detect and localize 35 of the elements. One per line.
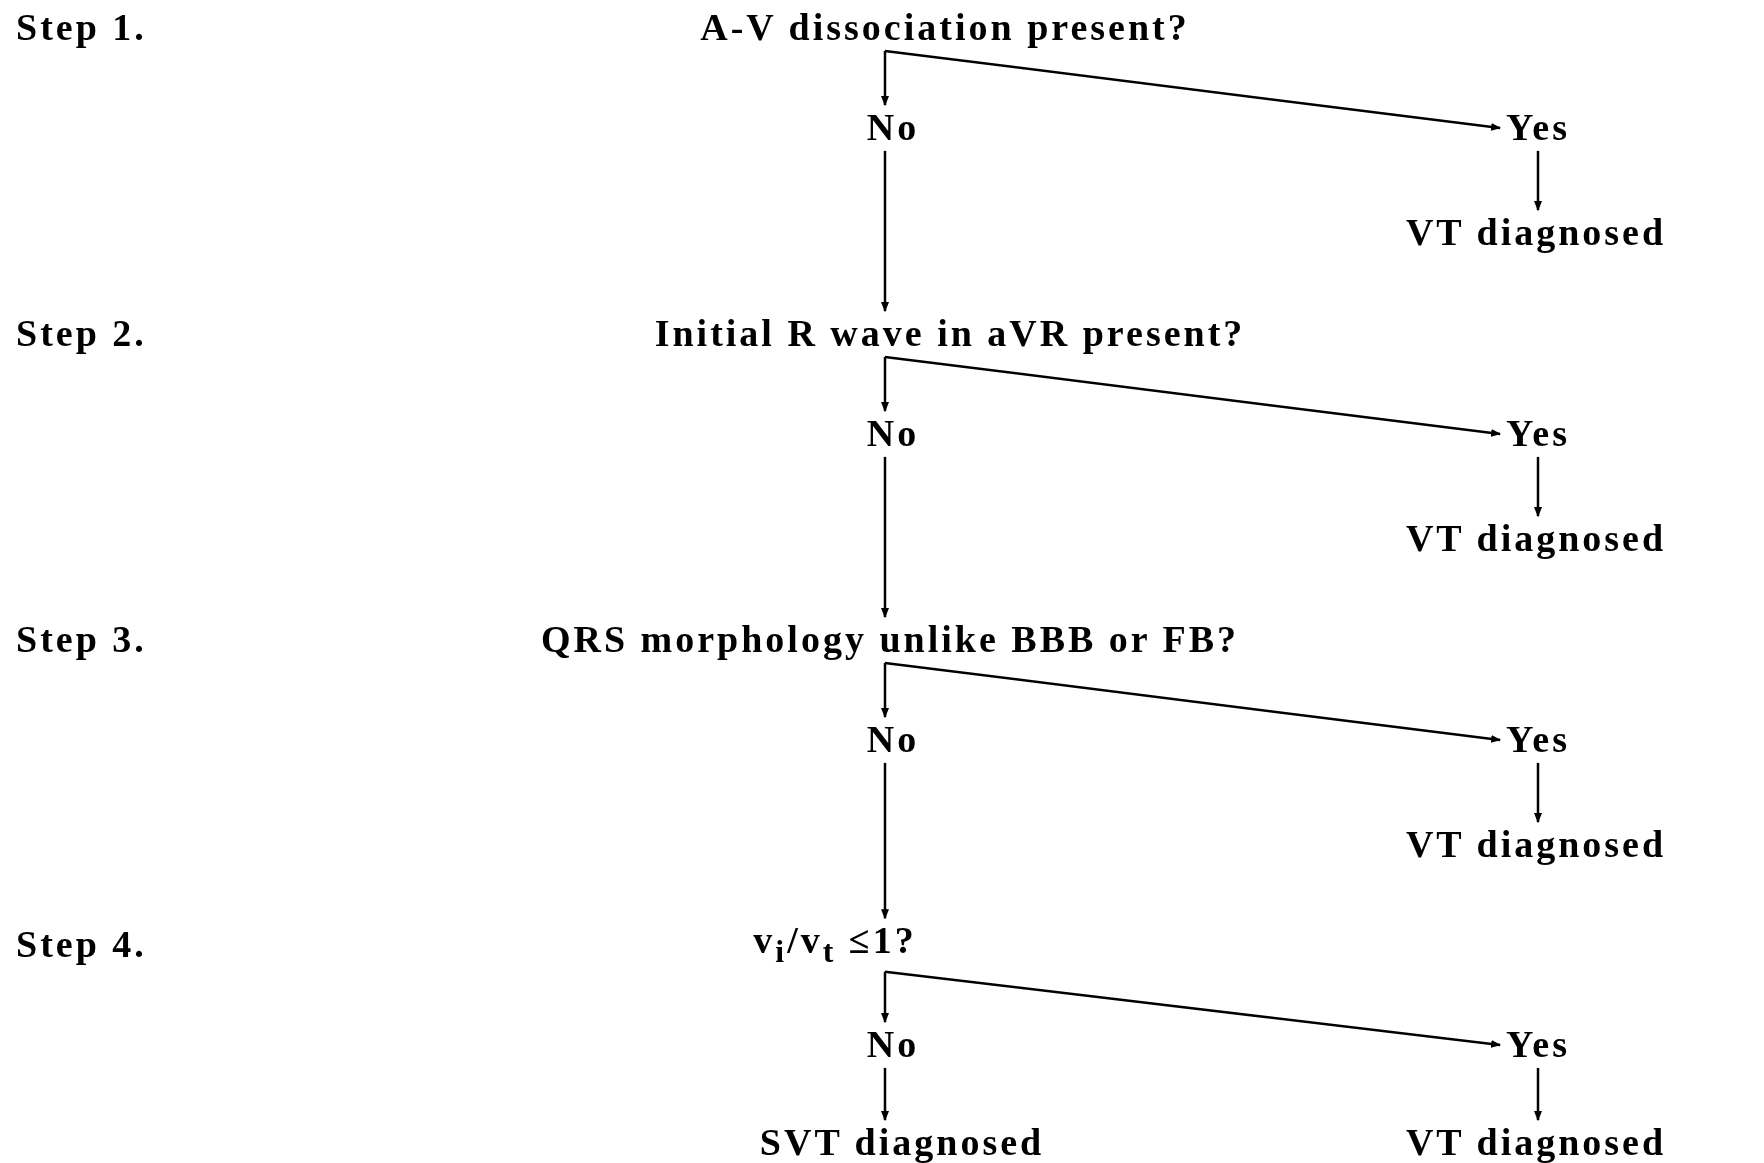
step-label: Step 3. — [16, 619, 147, 661]
step-label: Step 1. — [16, 7, 147, 49]
flow-text: A-V dissociation present? — [700, 7, 1190, 49]
flow-text: QRS morphology unlike BBB or FB? — [540, 619, 1240, 661]
arrow — [881, 762, 889, 920]
arrow — [1534, 762, 1542, 824]
flow-text: Yes — [1506, 107, 1570, 149]
arrow — [884, 355, 1502, 437]
flow-text: VT diagnosed — [1405, 518, 1667, 560]
flow-text: VT diagnosed — [1405, 212, 1667, 254]
flow-text: Yes — [1506, 719, 1570, 761]
flow-text: No — [866, 719, 920, 761]
flow-text: Yes — [1506, 413, 1570, 455]
arrow — [881, 662, 889, 719]
arrow — [881, 50, 889, 107]
arrow — [884, 49, 1502, 131]
arrow — [881, 356, 889, 413]
flow-text: No — [866, 413, 920, 455]
arrow — [884, 970, 1502, 1048]
arrow — [1534, 150, 1542, 212]
flow-text: No — [866, 1024, 920, 1066]
flow-text: v$_{i}$/v$_{t}$ ≤1? — [753, 920, 917, 970]
arrow — [881, 150, 889, 313]
arrow — [881, 971, 889, 1024]
arrow — [1534, 456, 1542, 518]
arrow — [1534, 1067, 1542, 1122]
flow-text: VT diagnosed — [1405, 824, 1667, 866]
flow-text: Initial R wave in aVR present? — [654, 313, 1246, 355]
step-label: Step 4. — [16, 924, 147, 966]
flow-text: Yes — [1506, 1024, 1570, 1066]
step-label: Step 2. — [16, 313, 147, 355]
arrow — [884, 661, 1502, 743]
flow-text: No — [866, 107, 920, 149]
arrow — [881, 456, 889, 619]
arrow — [881, 1067, 889, 1122]
